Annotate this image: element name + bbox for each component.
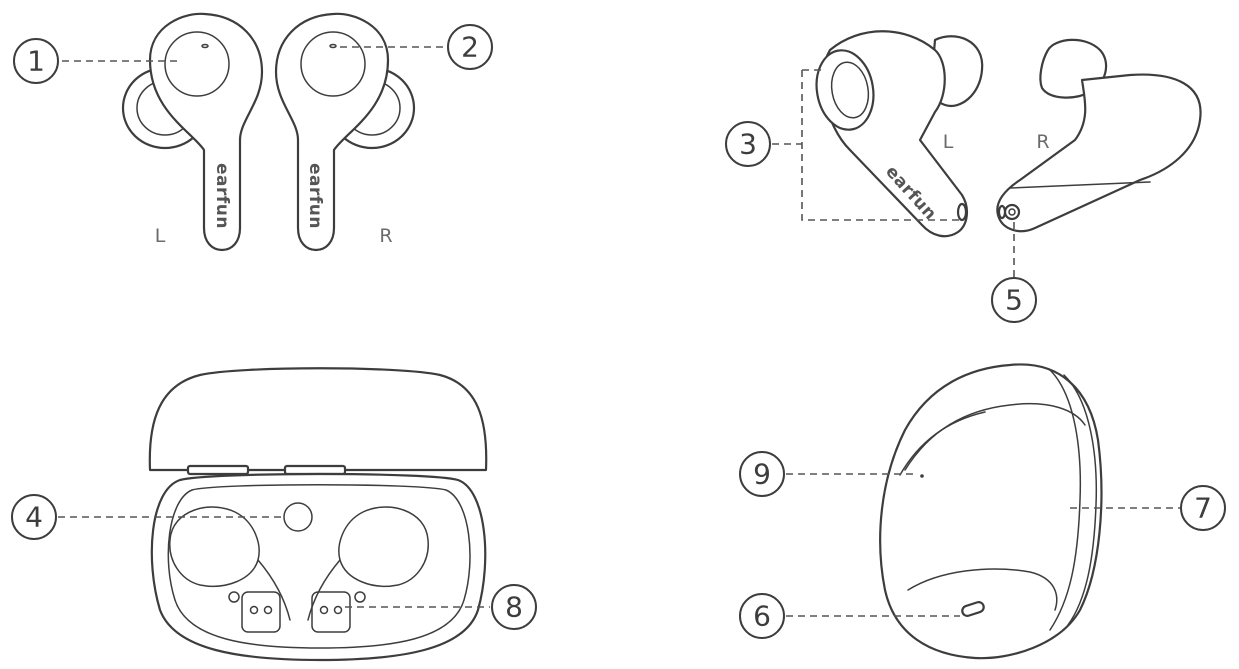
callout-8: 8 bbox=[491, 584, 537, 630]
svg-text:9: 9 bbox=[753, 458, 771, 491]
svg-text:1: 1 bbox=[27, 45, 45, 78]
svg-text:4: 4 bbox=[25, 501, 43, 534]
left-earbud-front-icon: earfun bbox=[121, 12, 264, 252]
callout-2: 2 bbox=[447, 24, 493, 70]
side-left-label: L bbox=[943, 131, 954, 153]
charging-case-open-icon bbox=[148, 367, 488, 662]
svg-text:6: 6 bbox=[753, 600, 771, 633]
svg-text:7: 7 bbox=[1194, 492, 1212, 525]
left-earbud-side-icon: earfun bbox=[815, 30, 984, 238]
charging-case-closed-icon bbox=[879, 363, 1103, 660]
front-left-label: L bbox=[155, 225, 166, 247]
left-brand-label: earfun bbox=[212, 163, 232, 229]
svg-text:3: 3 bbox=[739, 128, 757, 161]
callout-6: 6 bbox=[739, 593, 785, 639]
callout-5: 5 bbox=[991, 277, 1037, 323]
svg-text:2: 2 bbox=[461, 31, 479, 64]
front-right-label: R bbox=[379, 225, 392, 247]
svg-text:5: 5 bbox=[1005, 284, 1023, 317]
callout-4: 4 bbox=[11, 494, 57, 540]
callout-3: 3 bbox=[725, 121, 771, 167]
callout-9: 9 bbox=[739, 451, 785, 497]
side-right-label: R bbox=[1036, 131, 1049, 153]
svg-text:8: 8 bbox=[505, 591, 523, 624]
right-earbud-front-icon: earfun bbox=[274, 12, 416, 252]
right-brand-label: earfun bbox=[305, 163, 325, 229]
callout-1: 1 bbox=[13, 38, 59, 84]
right-earbud-side-icon bbox=[996, 38, 1202, 233]
callout-7: 7 bbox=[1180, 485, 1226, 531]
